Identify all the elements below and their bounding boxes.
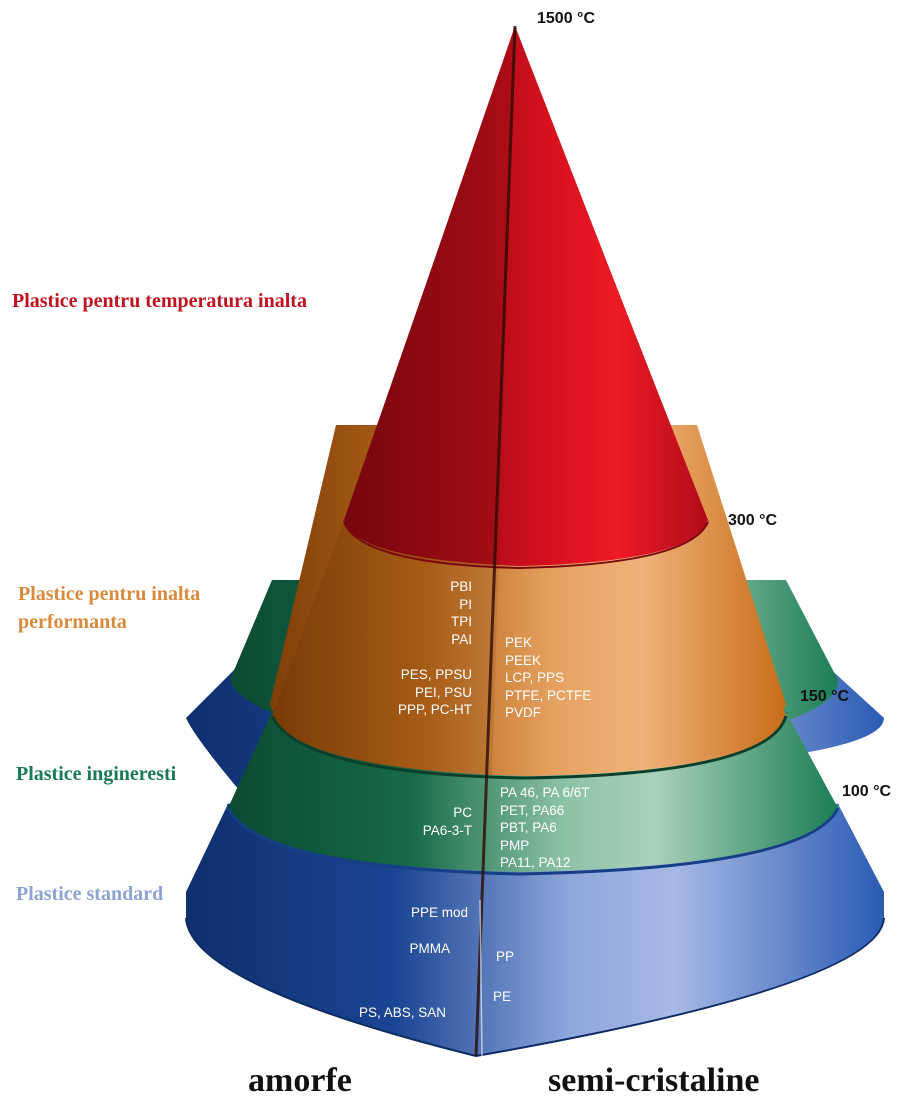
temp-label-100: 100 °C: [842, 783, 891, 801]
polymers-std-semicrystalline-b: PE: [493, 988, 511, 1006]
polymer-name: PTFE, PCTFE: [505, 687, 591, 705]
polymer-name: PA11, PA12: [500, 854, 590, 872]
polymers-std-amorphous-c: PS, ABS, SAN: [330, 1004, 446, 1022]
polymer-name: PVDF: [505, 704, 591, 722]
polymer-name: PP: [496, 948, 514, 966]
polymers-std-semicrystalline-a: PP: [496, 948, 514, 966]
polymer-name: PES, PPSU: [346, 666, 472, 684]
polymer-name: PBI: [396, 578, 472, 596]
polymer-name: PBT, PA6: [500, 819, 590, 837]
label-amorphous: amorfe: [248, 1062, 352, 1100]
polymer-name: PPE mod: [380, 904, 468, 922]
category-high-performance: Plastice pentru inalta performanta: [18, 580, 200, 636]
category-high-performance-line1: Plastice pentru inalta: [18, 580, 200, 608]
polymer-name: PA 46, PA 6/6T: [500, 784, 590, 802]
polymer-name: PMP: [500, 837, 590, 855]
polymer-name: PAI: [396, 631, 472, 649]
polymers-std-amorphous-b: PMMA: [380, 940, 450, 958]
polymer-name: PA6-3-T: [380, 822, 472, 840]
polymers-std-amorphous-a: PPE mod: [380, 904, 468, 922]
polymer-name: LCP, PPS: [505, 669, 591, 687]
polymer-name: PET, PA66: [500, 802, 590, 820]
polymer-name: PPP, PC-HT: [346, 701, 472, 719]
polymer-name: PE: [493, 988, 511, 1006]
polymer-name: PS, ABS, SAN: [330, 1004, 446, 1022]
polymer-name: PI: [396, 596, 472, 614]
category-standard: Plastice standard: [16, 880, 163, 908]
polymer-name: PEEK: [505, 652, 591, 670]
label-semicrystalline: semi-cristaline: [548, 1062, 760, 1100]
temp-label-1500: 1500 °C: [537, 10, 595, 28]
category-engineering: Plastice ingineresti: [16, 760, 176, 788]
polymer-name: PC: [380, 804, 472, 822]
category-high-temperature: Plastice pentru temperatura inalta: [12, 287, 307, 315]
polymer-name: PEI, PSU: [346, 684, 472, 702]
temp-label-300: 300 °C: [728, 512, 777, 530]
polymer-name: PMMA: [380, 940, 450, 958]
polymer-name: PEK: [505, 634, 591, 652]
temp-label-150: 150 °C: [800, 688, 849, 706]
category-high-performance-line2: performanta: [18, 608, 200, 636]
polymer-name: TPI: [396, 613, 472, 631]
